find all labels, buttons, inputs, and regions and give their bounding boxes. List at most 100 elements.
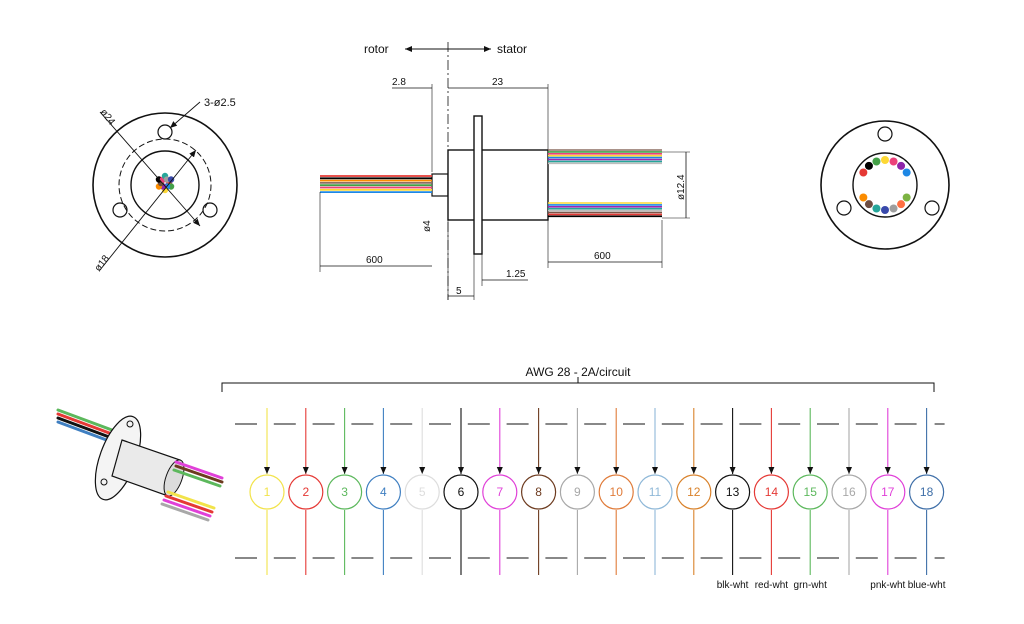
rotor-shaft: [431, 173, 449, 197]
wire-number: 1: [264, 485, 271, 499]
stator-leads-bottom: [548, 202, 662, 218]
wire-number: 3: [341, 485, 348, 499]
illus-lead: [174, 464, 224, 484]
wire-number: 8: [535, 485, 542, 499]
wire-number: 7: [496, 485, 503, 499]
rear-wire-dot: [881, 206, 889, 214]
wire-circle: [365, 474, 401, 510]
mount-hole-left: [112, 202, 128, 218]
outer-flange-circle: [92, 112, 238, 258]
rear-wire-dot: [897, 161, 906, 170]
wire-number: 4: [380, 485, 387, 499]
wire-circle: [831, 474, 867, 510]
wire-circle: [753, 474, 790, 510]
rear-body-circle: [852, 152, 918, 218]
wire-label: red-wht: [755, 580, 789, 591]
dim-step: 5: [456, 286, 462, 297]
rear-hole-left: [836, 200, 852, 216]
circuit-bracket: [221, 382, 935, 392]
wire-number: 17: [881, 485, 895, 499]
wire-number: 14: [765, 485, 779, 499]
wire-circle: [443, 474, 479, 510]
stator-label: stator: [497, 42, 527, 56]
front-view: 3-ø2.5 ø24 ø18: [92, 97, 238, 274]
rear-outer-circle: [820, 120, 950, 250]
illus-flange-hole: [126, 420, 134, 428]
dim-shaft-diameter: ø4: [422, 220, 433, 232]
outer-diameter-label: ø24: [98, 107, 118, 128]
wire-label: pnk-wht: [870, 580, 905, 591]
mount-hole-top: [157, 124, 173, 140]
stator-leads-top: [548, 149, 662, 165]
rear-view: [820, 120, 950, 250]
wire-number: 15: [804, 485, 818, 499]
pcd-leader: [99, 149, 197, 271]
rear-hole-top: [877, 126, 893, 142]
rotor-label: rotor: [364, 42, 389, 56]
holes-label: 3-ø2.5: [204, 97, 236, 109]
wire-number: 13: [726, 485, 740, 499]
wire-circle: [792, 474, 828, 510]
dim-stator-length: 23: [492, 77, 504, 88]
body-circle: [130, 150, 200, 220]
rear-wire-dot: [859, 168, 868, 177]
rear-wire-dot: [881, 156, 889, 164]
wire-circle: [249, 474, 285, 510]
dim-rotor-lead: 600: [366, 255, 383, 266]
rear-wire-dot: [872, 157, 881, 166]
wire-circle: [714, 474, 751, 510]
dim-stator-lead: 600: [594, 251, 611, 262]
wire-label: blk-wht: [717, 580, 749, 591]
rear-wire-dot: [897, 200, 906, 209]
wire-circle: [404, 474, 440, 510]
rear-wire-dot: [864, 200, 873, 209]
wire-number: 11: [649, 485, 662, 499]
illus-lead: [160, 502, 210, 522]
rear-wire-dot: [889, 204, 898, 213]
mount-hole-right: [202, 202, 218, 218]
rear-wire-dot: [889, 157, 898, 166]
wire-circle: [482, 474, 518, 510]
wire-number: 12: [687, 485, 701, 499]
dim-flange-offset: 2.8: [392, 77, 406, 88]
rotor-leads: [320, 175, 432, 194]
wire-circle: [908, 474, 945, 510]
rear-wire-dot: [859, 193, 868, 202]
rear-hole-right: [924, 200, 940, 216]
wire-label: blue-wht: [908, 580, 946, 591]
wire-circle: [327, 474, 363, 510]
front-wire-dot: [167, 176, 175, 183]
slip-ring-illustration: [56, 408, 224, 522]
pitch-diameter-label: ø18: [93, 253, 113, 274]
wire-label: grn-wht: [794, 580, 828, 591]
illus-lead: [164, 494, 214, 514]
wire-circle: [520, 474, 557, 510]
dim-flange-thickness: 1.25: [506, 269, 526, 280]
front-wire-bundle: [155, 172, 175, 194]
mount-flange: [473, 115, 483, 255]
rear-wire-dot: [902, 168, 911, 177]
wire-number: 6: [458, 485, 465, 499]
illus-flange-hole: [100, 478, 108, 486]
wire-circle: [288, 474, 324, 510]
hole-leader: [169, 101, 201, 129]
rear-wire-dot: [864, 161, 873, 170]
illus-lead: [162, 498, 212, 518]
wire-number: 2: [302, 485, 309, 499]
side-view: rotor stator 2.8 23 ø12.4 ø4 600 600: [319, 42, 690, 300]
illus-lead: [174, 460, 224, 480]
wire-circle: [598, 474, 634, 510]
illus-lead: [166, 490, 216, 510]
wire-number: 10: [610, 485, 624, 499]
rear-wire-ends: [859, 156, 911, 214]
rear-wire-dot: [872, 204, 881, 213]
rear-wire-dot: [902, 193, 911, 202]
illus-lead: [172, 468, 222, 488]
stator-body: [447, 149, 549, 221]
wire-circle: [870, 474, 906, 510]
wire-circle: [676, 474, 712, 510]
circuit-title: AWG 28 - 2A/circuit: [526, 365, 632, 379]
